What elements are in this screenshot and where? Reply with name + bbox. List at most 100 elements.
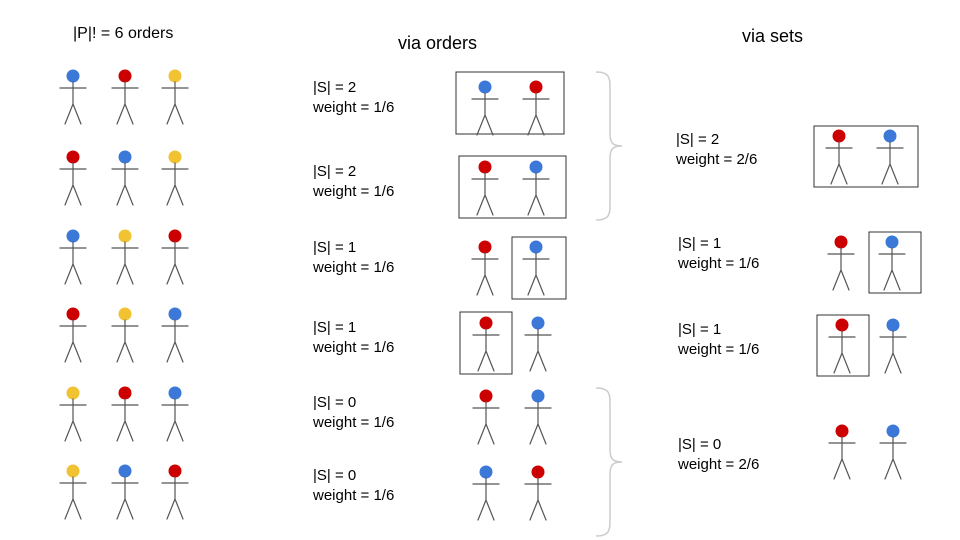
via-sets-row-4-person-2 [879, 424, 907, 480]
via-orders-weight-label-2: weight = 1/6 [313, 183, 395, 200]
via-orders-row-6-person-2 [524, 465, 552, 521]
via-sets-coalition-box-3 [816, 314, 870, 377]
order-6-person-1 [59, 464, 87, 520]
stick-figure-head [118, 307, 132, 321]
stick-figure-head [478, 80, 492, 94]
via-sets-row-3-person-2 [879, 318, 907, 374]
orders-count-heading: |P|! = 6 orders [73, 25, 174, 42]
stick-figure-body [111, 81, 139, 125]
stick-figure-head [118, 150, 132, 164]
via-sets-row-1-person-2 [876, 129, 904, 185]
stick-figure-body [161, 476, 189, 520]
via-orders-coalition-box-4 [459, 311, 513, 375]
via-orders-row-4-person-1 [472, 316, 500, 372]
stick-figure-body [828, 436, 856, 480]
stick-figure-head [479, 465, 493, 479]
via-orders-row-5-person-1 [472, 389, 500, 445]
via-orders-size-label-4: |S| = 1 [313, 319, 357, 336]
order-3-person-1 [59, 229, 87, 285]
stick-figure-head [529, 160, 543, 174]
stick-figure-head [886, 318, 900, 332]
via-sets-column [813, 125, 922, 480]
via-sets-weight-label-1: weight = 2/6 [676, 151, 758, 168]
stick-figure-body [161, 241, 189, 285]
stick-figure-head [832, 129, 846, 143]
order-5-person-2 [111, 386, 139, 442]
via-orders-row-4-person-2 [524, 316, 552, 372]
stick-figure-head [168, 150, 182, 164]
via-sets-size-label-3: |S| = 1 [678, 321, 722, 338]
via-sets-size-label-2: |S| = 1 [678, 235, 722, 252]
stick-figure-head [168, 464, 182, 478]
order-1-person-3 [161, 69, 189, 125]
stick-figure-body [472, 477, 500, 521]
stick-figure-head [66, 307, 80, 321]
stick-figure-head [168, 229, 182, 243]
orders-column [59, 69, 189, 520]
stick-figure-head [118, 69, 132, 83]
stick-figure-body [471, 252, 499, 296]
stick-figure-body [471, 92, 499, 136]
via-orders-weight-label-4: weight = 1/6 [313, 339, 395, 356]
order-3-person-3 [161, 229, 189, 285]
stick-figure-body [827, 247, 855, 291]
stick-figure-head [835, 424, 849, 438]
stick-figure-head [883, 129, 897, 143]
stick-figure-body [59, 81, 87, 125]
stick-figure-body [878, 247, 906, 291]
stick-figure-body [471, 172, 499, 216]
stick-figure-head [66, 229, 80, 243]
via-orders-size-label-1: |S| = 2 [313, 79, 357, 96]
stick-figure-body [522, 92, 550, 136]
stick-figure-head [479, 389, 493, 403]
via-orders-coalition-box-2 [458, 155, 567, 219]
via-orders-row-1-person-1 [471, 80, 499, 136]
via-sets-row-1-person-1 [825, 129, 853, 185]
via-orders-row-1-person-2 [522, 80, 550, 136]
via-orders-row-2-person-1 [471, 160, 499, 216]
stick-figure-body [472, 401, 500, 445]
via-sets-weight-label-4: weight = 2/6 [678, 456, 760, 473]
stick-figure-head [168, 386, 182, 400]
via-orders-row-2-person-2 [522, 160, 550, 216]
via-orders-weight-label-5: weight = 1/6 [313, 414, 395, 431]
via-orders-column [455, 71, 567, 521]
stick-figure-head [168, 69, 182, 83]
stick-figure-body [876, 141, 904, 185]
via-orders-coalition-box-1 [455, 71, 565, 135]
via-orders-weight-label-6: weight = 1/6 [313, 487, 395, 504]
stick-figure-body [59, 398, 87, 442]
stick-figure-body [161, 398, 189, 442]
stick-figure-body [524, 477, 552, 521]
stick-figure-head [478, 160, 492, 174]
size-zero-grouping-brace [595, 387, 623, 537]
via-orders-size-label-6: |S| = 0 [313, 467, 357, 484]
grouping-braces [595, 71, 623, 537]
via-sets-heading: via sets [742, 26, 804, 46]
stick-figure-body [522, 172, 550, 216]
stick-figure-head [66, 69, 80, 83]
via-orders-row-6-person-1 [472, 465, 500, 521]
stick-figure-body [879, 436, 907, 480]
via-sets-row-4-person-1 [828, 424, 856, 480]
stick-figure-head [529, 240, 543, 254]
order-3-person-2 [111, 229, 139, 285]
via-orders-weight-label-3: weight = 1/6 [313, 259, 395, 276]
via-sets-row-2-person-2 [878, 235, 906, 291]
stick-figure-body [879, 330, 907, 374]
via-orders-heading: via orders [398, 33, 478, 53]
order-1-person-1 [59, 69, 87, 125]
stick-figure-head [835, 318, 849, 332]
via-orders-size-label-2: |S| = 2 [313, 163, 357, 180]
order-2-person-2 [111, 150, 139, 206]
via-orders-size-label-3: |S| = 1 [313, 239, 357, 256]
via-sets-coalition-box-2 [868, 231, 922, 294]
order-4-person-2 [111, 307, 139, 363]
order-4-person-3 [161, 307, 189, 363]
via-sets-size-label-1: |S| = 2 [676, 131, 720, 148]
stick-figure-body [828, 330, 856, 374]
stick-figure-body [522, 252, 550, 296]
order-5-person-3 [161, 386, 189, 442]
order-6-person-3 [161, 464, 189, 520]
